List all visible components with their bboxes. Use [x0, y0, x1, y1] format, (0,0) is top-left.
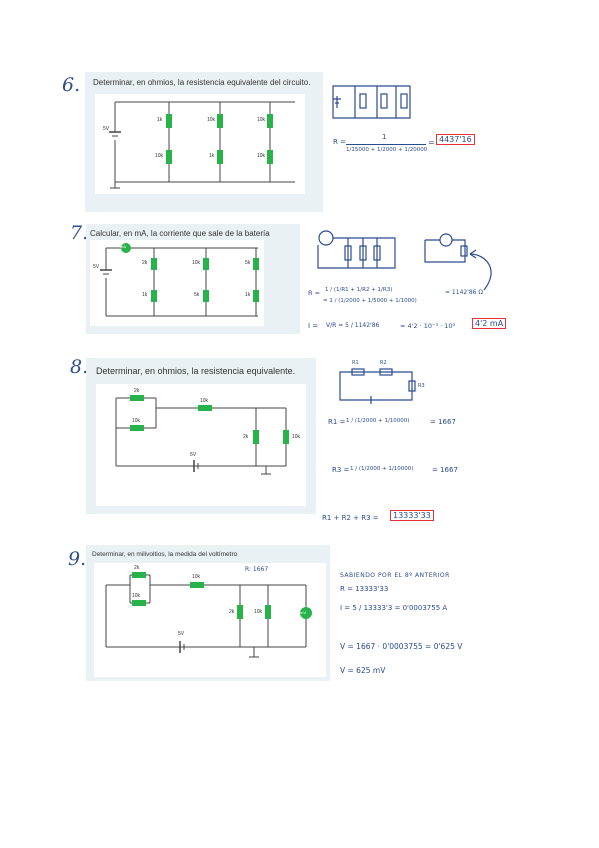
- resistor-label: 10k: [192, 260, 201, 266]
- ex8-calc1-result: = 1667: [430, 418, 456, 426]
- exercise-9-number: 9.: [68, 548, 87, 570]
- ex7-calc1-lhs: R =: [308, 289, 321, 297]
- resistor-label: 10k: [132, 593, 141, 599]
- resistor-label: 10k: [132, 418, 141, 424]
- resistor-label: 1k: [157, 117, 163, 123]
- fraction-bar: [346, 144, 426, 145]
- equals: =: [428, 138, 435, 147]
- ex7-calc2-frac: V/R = 5 / 1142'86: [326, 322, 380, 329]
- ex8-result: 13333'33: [390, 510, 434, 521]
- resistor-label: 10k: [155, 153, 164, 159]
- ex8-calc2-expr: 1 / (1/2000 + 1/10000): [350, 466, 414, 472]
- ex7-calc1-result: = 1142'86 Ω: [445, 289, 483, 296]
- ex8-calc1-expr: 1 / (1/2000 + 1/10000): [346, 418, 410, 424]
- ex7-calc2-lhs: I =: [308, 322, 319, 330]
- ex8-calc2-result: = 1667: [432, 466, 458, 474]
- voltmeter-label: mV: [300, 610, 306, 615]
- resistor-label: 10k: [254, 609, 263, 615]
- exercise-6-panel: Determinar, en ohmios, la resistencia eq…: [85, 72, 323, 212]
- resistor-label: 1k: [142, 292, 148, 298]
- ammeter-label: mA: [120, 244, 126, 249]
- resistor-label: 1k: [245, 292, 251, 298]
- exercise-9-panel: Determinar, en milivoltios, la medida de…: [86, 545, 330, 681]
- ex7-result: 4'2 mA: [472, 318, 507, 329]
- ex6-result: 4437'16: [436, 134, 475, 145]
- battery-label: 5V: [93, 264, 100, 270]
- battery-label: 5V: [103, 126, 110, 132]
- resistor-label: 1k: [209, 153, 215, 159]
- exercise-7-panel: Calcular, en mA, la corriente que sale d…: [86, 224, 300, 334]
- ex9-line-5: V = 625 mV: [340, 666, 386, 675]
- sketch-r3: R3: [418, 383, 425, 389]
- exercise-8-title: Determinar, en ohmios, la resistencia eq…: [96, 366, 296, 376]
- ex9-line-4: V = 1667 · 0'0003755 = 0'625 V: [340, 642, 463, 651]
- ex9-line-3: I = 5 / 13333'3 = 0'0003755 A: [340, 604, 448, 612]
- exercise-8-circuit: 2k 10k 10k 2k 10k 5V: [96, 384, 306, 506]
- sketch-r1: R1: [352, 360, 359, 366]
- ex8-calc1-lhs: R1 =: [328, 418, 346, 426]
- resistor-label: 10k: [292, 434, 301, 440]
- exercise-6-circuit: 5V 1k 10k 10k 10k 1k 10k: [95, 94, 305, 194]
- ex9-line-2: R = 13333'33: [340, 585, 389, 593]
- ex7-calc1-mid: 1 / (1/R1 + 1/R2 + 1/R3): [325, 287, 393, 293]
- exercise-7-circuit: mA 5V 2k 10k 5k 1k 5k 1k: [90, 240, 264, 326]
- resistor-label: 10k: [200, 398, 209, 404]
- battery-label: 5V: [190, 452, 197, 458]
- ex6-calc-den: 1/15000 + 1/2000 + 1/20000: [346, 147, 428, 153]
- ex6-calc-lhs: R =: [333, 138, 346, 146]
- resistor-label: 10k: [207, 117, 216, 123]
- resistor-label: 2k: [134, 565, 140, 571]
- resistor-label: 5k: [194, 292, 200, 298]
- ex8-calc2-lhs: R3 =: [332, 466, 350, 474]
- ex7-calc2-mid: = 4'2 · 10⁻³ · 10³: [400, 322, 456, 330]
- exercise-6-number: 6.: [62, 74, 81, 96]
- exercise-6-title: Determinar, en ohmios, la resistencia eq…: [93, 78, 311, 87]
- resistor-label: 5k: [245, 260, 251, 266]
- resistor-label: 10k: [192, 574, 201, 580]
- exercise-9-circuit: 2k 10k 10k 2k 10k 5V mV: [94, 563, 326, 677]
- resistor-label: 2k: [134, 388, 140, 394]
- ex6-calc-num: 1: [382, 133, 387, 141]
- ex8-calc3-lhs: R1 + R2 + R3 =: [322, 514, 379, 522]
- ex7-calc1-eq: = 1 / (1/2000 + 1/5000 + 1/1000): [323, 298, 417, 304]
- exercise-9-title: Determinar, en milivoltios, la medida de…: [92, 551, 238, 558]
- resistor-label: 2k: [229, 609, 235, 615]
- ex9-line-1: SABIENDO POR EL 8º ANTERIOR: [340, 572, 450, 579]
- resistor-label: 2k: [243, 434, 249, 440]
- resistor-label: 10k: [257, 153, 266, 159]
- exercise-8-panel: Determinar, en ohmios, la resistencia eq…: [86, 358, 316, 514]
- ex9-note: R: 1667: [245, 566, 269, 573]
- exercise-7-title: Calcular, en mA, la corriente que sale d…: [90, 229, 270, 238]
- exercise-7-number: 7.: [70, 222, 89, 244]
- resistor-label: 10k: [257, 117, 266, 123]
- resistor-label: 2k: [142, 260, 148, 266]
- sketch-r2: R2: [380, 360, 387, 366]
- battery-label: 5V: [178, 631, 185, 637]
- exercise-8-number: 8.: [70, 356, 89, 378]
